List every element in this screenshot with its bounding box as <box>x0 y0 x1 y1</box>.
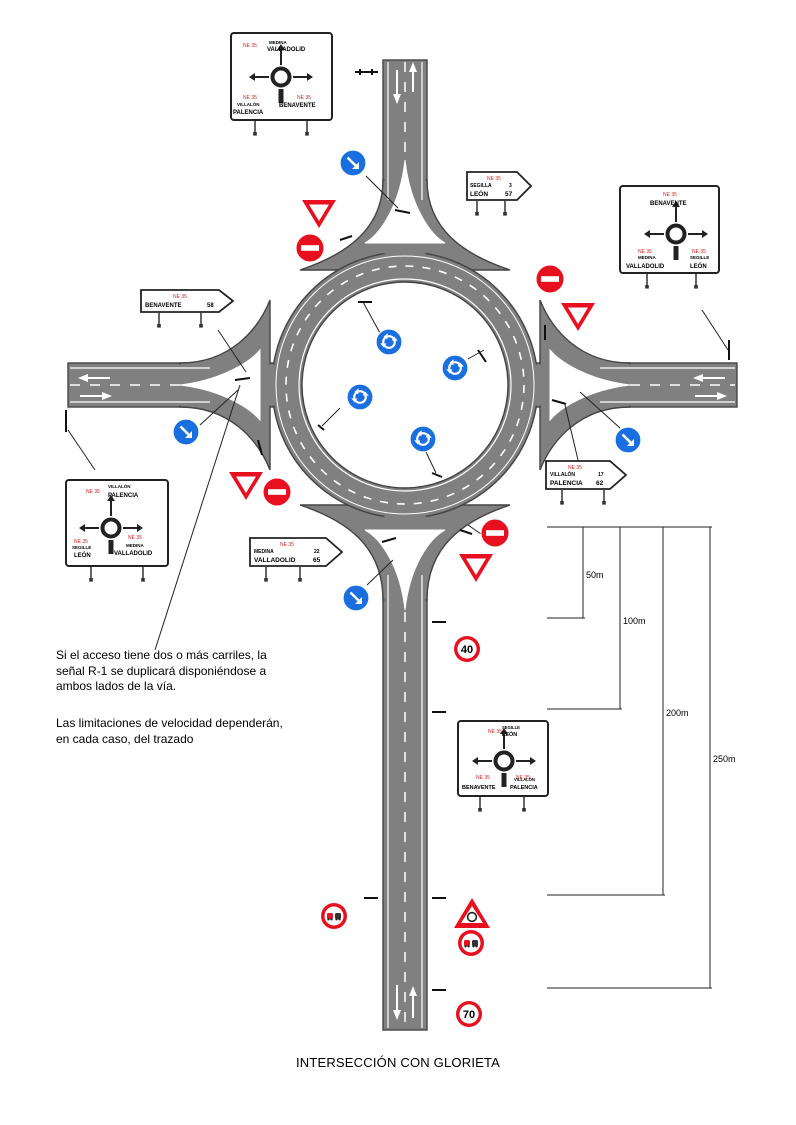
direction-flag-west: NE 35 BENAVENTE 58 <box>140 289 235 329</box>
svg-text:NE 35: NE 35 <box>568 465 582 471</box>
svg-text:VILLALÓN: VILLALÓN <box>237 100 260 107</box>
svg-text:LEÓN: LEÓN <box>74 551 91 559</box>
keep-right-sign <box>171 417 201 447</box>
svg-text:NE 35: NE 35 <box>128 535 142 541</box>
svg-text:MEDINA: MEDINA <box>126 543 144 548</box>
svg-text:NE 35: NE 35 <box>280 542 294 548</box>
svg-text:VILLALÓN: VILLALÓN <box>550 470 575 478</box>
svg-text:SEGILLA: SEGILLA <box>470 183 492 189</box>
leader-lines <box>67 175 729 651</box>
svg-text:VILLALÓN: VILLALÓN <box>514 777 535 782</box>
svg-text:58: 58 <box>207 303 214 309</box>
svg-text:MEDINA: MEDINA <box>269 40 287 45</box>
distance-250m-label: 250m <box>713 754 736 764</box>
diagram-caption: INTERSECCIÓN CON GLORIETA <box>295 1055 501 1070</box>
svg-text:NE 35: NE 35 <box>243 95 257 101</box>
roundabout-mandatory-sign <box>408 424 438 454</box>
direction-flag-south: NE 35 MEDINA 22 VALLADOLID 65 <box>249 537 344 583</box>
svg-text:LEÓN: LEÓN <box>690 262 707 270</box>
speed-note: Las limitaciones de velocidad dependerán… <box>56 716 283 746</box>
svg-text:NE 35: NE 35 <box>638 249 652 255</box>
svg-text:NE 35: NE 35 <box>297 95 311 101</box>
give-way-sign <box>561 303 595 331</box>
svg-text:SEGILLE: SEGILLE <box>502 725 520 730</box>
direction-panel-south: NE 35 SEGILLE LEÓN NE 35 BENAVENTE NE 35… <box>457 720 549 813</box>
roundabout-mandatory-sign <box>345 382 375 412</box>
svg-text:22: 22 <box>314 549 320 555</box>
distance-200m-label: 200m <box>666 708 689 718</box>
svg-text:3: 3 <box>509 183 512 189</box>
roundabout-mandatory-sign <box>440 353 470 383</box>
lane-note: Si el acceso tiene dos o más carriles, l… <box>56 648 267 693</box>
roundabout-warning-sign <box>454 898 490 928</box>
direction-flag-east: NE 35 VILLALÓN 17 PALENCIA 62 <box>545 460 628 506</box>
direction-panel-bottom-left: NE 35 VILLALÓN PALENCIA NE 35 SEGILLE LE… <box>65 479 169 583</box>
svg-text:BENAVENTE: BENAVENTE <box>279 103 316 109</box>
svg-text:17: 17 <box>598 472 604 478</box>
svg-text:SEGILLE: SEGILLE <box>690 255 709 260</box>
svg-text:PALENCIA: PALENCIA <box>108 493 139 499</box>
svg-text:LEÓN: LEÓN <box>470 189 488 198</box>
svg-text:65: 65 <box>313 557 321 564</box>
svg-text:PALENCIA: PALENCIA <box>233 110 264 116</box>
no-entry-sign <box>295 233 325 263</box>
keep-right-sign <box>338 148 368 178</box>
distance-dimensions <box>547 526 712 989</box>
svg-text:NE 35: NE 35 <box>663 192 677 198</box>
lane-arrows <box>78 62 727 1020</box>
svg-text:BENAVENTE: BENAVENTE <box>462 785 496 791</box>
svg-text:NE 35: NE 35 <box>243 43 257 49</box>
speed-limit-40-sign: 40 <box>454 636 480 662</box>
svg-text:MEDINA: MEDINA <box>254 549 274 555</box>
svg-text:BENAVENTE: BENAVENTE <box>145 303 182 309</box>
no-overtaking-sign <box>321 903 347 929</box>
svg-text:VALLADOLID: VALLADOLID <box>267 47 306 53</box>
no-entry-sign <box>262 477 292 507</box>
roundabout-mandatory-sign <box>374 327 404 357</box>
speed-limit-70-sign: 70 <box>456 1001 482 1027</box>
give-way-sign <box>302 200 336 228</box>
keep-right-sign <box>613 425 643 455</box>
svg-text:VALLADOLID: VALLADOLID <box>114 551 153 557</box>
svg-text:MEDINA: MEDINA <box>638 255 656 260</box>
svg-text:62: 62 <box>596 480 604 487</box>
no-entry-sign <box>480 518 510 548</box>
no-entry-sign <box>535 264 565 294</box>
direction-panel-top-right: NE 35 BENAVENTE NE 35 MEDINA VALLADOLID … <box>619 185 720 290</box>
give-way-sign <box>459 554 493 582</box>
svg-text:NE 35: NE 35 <box>488 729 502 735</box>
svg-text:57: 57 <box>505 191 513 198</box>
distance-100m-label: 100m <box>623 616 646 626</box>
svg-text:VALLADOLID: VALLADOLID <box>254 557 296 564</box>
keep-right-sign <box>341 583 371 613</box>
direction-flag-north: NE 35 SEGILLA 3 LEÓN 57 <box>466 171 533 217</box>
direction-panel-top-left: NE 35 MEDINA VALLADOLID NE 35 VILLALÓN P… <box>230 32 333 137</box>
splitter-islands <box>179 159 631 611</box>
speed-limit-70-label: 70 <box>463 1009 475 1021</box>
svg-text:PALENCIA: PALENCIA <box>510 785 538 791</box>
sign-post-markers <box>65 69 730 991</box>
svg-text:NE 35: NE 35 <box>173 294 187 300</box>
svg-text:BENAVENTE: BENAVENTE <box>650 201 687 207</box>
svg-text:NE 35: NE 35 <box>74 539 88 545</box>
svg-text:NE 35: NE 35 <box>86 489 100 495</box>
central-island <box>301 281 509 489</box>
svg-text:VALLADOLID: VALLADOLID <box>626 264 665 270</box>
svg-text:VILLALÓN: VILLALÓN <box>108 482 131 489</box>
svg-text:LEÓN: LEÓN <box>502 730 517 738</box>
svg-text:NE 35: NE 35 <box>476 775 490 781</box>
svg-text:SEGILLE: SEGILLE <box>72 545 91 550</box>
give-way-sign <box>229 472 263 500</box>
distance-50m-label: 50m <box>586 570 604 580</box>
svg-text:NE 35: NE 35 <box>692 249 706 255</box>
svg-text:NE 35: NE 35 <box>516 775 530 781</box>
svg-text:PALENCIA: PALENCIA <box>550 480 583 487</box>
svg-text:NE 35: NE 35 <box>487 176 501 182</box>
no-overtaking-sign <box>458 930 484 956</box>
speed-limit-40-label: 40 <box>461 644 473 656</box>
